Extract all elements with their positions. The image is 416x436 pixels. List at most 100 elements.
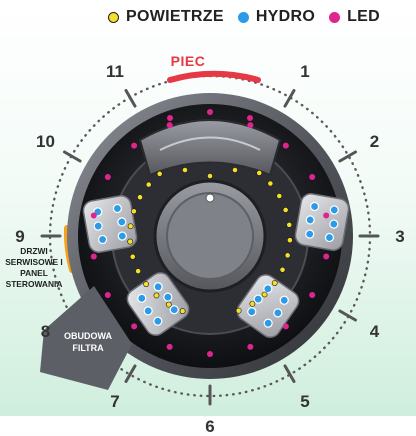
clock-number: 10 bbox=[35, 132, 55, 151]
led-dot bbox=[207, 351, 213, 357]
legend: POWIETRZE HYDRO LED bbox=[108, 8, 380, 26]
hydro-jet-dot bbox=[99, 236, 106, 243]
service-line: STEROWANIA bbox=[5, 279, 63, 289]
lounger-highlight bbox=[159, 136, 261, 151]
air-jet-dot bbox=[279, 266, 286, 273]
air-jet-dot bbox=[249, 300, 256, 307]
piec-heater-arc bbox=[167, 70, 261, 83]
clock-tick bbox=[124, 364, 137, 383]
air-jet-dot bbox=[153, 292, 160, 299]
legend-air: POWIETRZE bbox=[108, 8, 224, 26]
led-dot bbox=[247, 115, 253, 121]
hydro-jet-dot bbox=[138, 294, 146, 302]
led-dot bbox=[309, 174, 316, 180]
hydro-jet-dot bbox=[170, 306, 178, 314]
air-jet-dot bbox=[232, 167, 238, 173]
air-jet-dot bbox=[135, 268, 141, 274]
hydro-jet-group bbox=[294, 193, 350, 251]
clock-number: 1 bbox=[300, 62, 310, 82]
air-jet-dot bbox=[276, 193, 283, 199]
jet-pad bbox=[294, 193, 350, 251]
air-legend-label: POWIETRZE bbox=[126, 8, 224, 25]
hydro-jet-group bbox=[82, 195, 138, 253]
hydro-jet-dot bbox=[306, 216, 314, 224]
clock-number: 3 bbox=[395, 227, 405, 246]
led-lights bbox=[90, 109, 330, 357]
hydro-jet-dot bbox=[248, 308, 256, 316]
air-jet-dot bbox=[137, 194, 143, 201]
led-dot bbox=[282, 142, 289, 149]
jet-pad bbox=[126, 272, 190, 336]
air-jet-dot bbox=[267, 180, 274, 187]
led-dot bbox=[166, 122, 173, 129]
air-jet-dot bbox=[286, 221, 293, 228]
hydro-jet-dot bbox=[154, 283, 162, 291]
legend-hydro: HYDRO bbox=[237, 8, 316, 26]
hydro-jet-dot bbox=[274, 309, 282, 317]
service-line: DRZWI bbox=[20, 246, 48, 256]
led-legend-dot bbox=[329, 11, 341, 23]
hot-tub-diagram bbox=[40, 70, 380, 406]
led-dot bbox=[323, 253, 330, 260]
led-dot bbox=[104, 292, 111, 298]
hydro-jet-dot bbox=[254, 295, 262, 303]
clock-tick bbox=[63, 150, 82, 163]
hydro-jet-group bbox=[126, 272, 190, 336]
led-dot bbox=[131, 323, 138, 330]
footwell-floor bbox=[166, 192, 254, 280]
led-dot bbox=[247, 343, 254, 350]
service-line: PANEL bbox=[20, 268, 48, 278]
hydro-jet-dot bbox=[118, 232, 126, 240]
led-legend-label: LED bbox=[347, 8, 380, 25]
piec-label: PIEC bbox=[170, 53, 206, 69]
air-jet-dot bbox=[286, 237, 293, 244]
hydro-jet-dot bbox=[306, 230, 314, 238]
air-jet-dot bbox=[182, 167, 188, 173]
clock-number: 5 bbox=[300, 391, 310, 411]
clock-number: 7 bbox=[110, 391, 120, 411]
hydro-legend-label: HYDRO bbox=[255, 8, 316, 25]
air-jet-dot bbox=[127, 223, 134, 230]
air-legend-dot bbox=[108, 11, 119, 23]
air-jet-dot bbox=[127, 238, 134, 245]
air-jet-dot bbox=[145, 181, 152, 188]
clock-number: 9 bbox=[15, 227, 25, 246]
hydro-jet-dot bbox=[330, 220, 338, 228]
hydro-jet-dot bbox=[164, 293, 172, 301]
clock-number: 8 bbox=[40, 322, 51, 341]
air-jet-dot bbox=[284, 252, 291, 259]
led-dot bbox=[90, 253, 97, 260]
clock-number: 2 bbox=[369, 132, 380, 151]
air-jet-dot bbox=[179, 308, 186, 315]
air-jet-dot bbox=[129, 253, 136, 260]
clock-tick bbox=[338, 150, 357, 163]
led-dot bbox=[90, 212, 97, 219]
lounger-seat bbox=[138, 119, 282, 177]
led-dot bbox=[309, 292, 316, 298]
hydro-jet-dot bbox=[114, 205, 121, 212]
filter-line: FILTRA bbox=[72, 343, 104, 353]
jet-pad bbox=[236, 274, 300, 338]
led-dot bbox=[104, 174, 111, 180]
hydro-jet-dot bbox=[280, 296, 288, 304]
service-door-label: DRZWI SERWISOWE I PANEL STEROWANIA bbox=[2, 246, 66, 290]
hydro-jet-dot bbox=[154, 317, 162, 325]
air-jet-dot bbox=[235, 307, 242, 314]
hydro-jet-dot bbox=[326, 234, 333, 241]
clock-tick bbox=[283, 364, 296, 383]
led-dot bbox=[166, 343, 173, 350]
filter-line: OBUDOWA bbox=[64, 331, 112, 341]
hydro-jet-dot bbox=[311, 203, 318, 210]
clock-number: 11 bbox=[106, 62, 124, 82]
air-jet-dot bbox=[256, 170, 263, 176]
hydro-jet-dot bbox=[264, 319, 272, 327]
hydro-jet-dot bbox=[94, 222, 102, 230]
led-dot bbox=[323, 212, 330, 219]
hydro-jet-dot bbox=[118, 218, 126, 226]
drain-icon bbox=[205, 193, 215, 203]
hydro-jet-dot bbox=[264, 285, 272, 293]
hydro-jet-groups bbox=[82, 193, 350, 338]
service-line: SERWISOWE I bbox=[5, 257, 63, 267]
led-dot bbox=[247, 122, 254, 129]
filter-housing bbox=[40, 286, 132, 390]
